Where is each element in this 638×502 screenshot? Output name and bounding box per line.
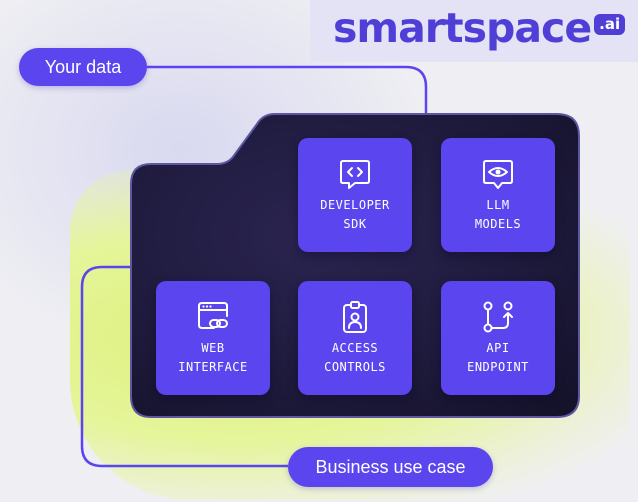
smartspace-logo: smartspace .ai	[333, 2, 626, 54]
tile-label-line2: CONTROLS	[324, 360, 386, 374]
your-data-pill: Your data	[19, 48, 147, 86]
tile-access-controls: ACCESS CONTROLS	[298, 281, 412, 395]
tile-label-line2: ENDPOINT	[467, 360, 529, 374]
id-badge-icon	[343, 301, 367, 333]
tile-web-interface: WEB INTERFACE	[156, 281, 270, 395]
browser-link-icon	[198, 302, 228, 329]
tile-developer-sdk: DEVELOPER SDK	[298, 138, 412, 252]
tile-llm-models: LLM MODELS	[441, 138, 555, 252]
tile-label-line1: DEVELOPER	[320, 198, 390, 212]
tile-api-endpoint: API ENDPOINT	[441, 281, 555, 395]
tile-label-line2: MODELS	[474, 217, 522, 231]
logo-wordmark: smartspace	[333, 4, 592, 52]
tile-label-line1: API	[486, 341, 510, 355]
tile-label-line1: LLM	[486, 198, 510, 212]
eye-bubble-icon	[483, 160, 513, 189]
git-branch-icon	[483, 301, 513, 333]
logo-tld-badge: .ai	[594, 14, 626, 35]
tile-label-line2: SDK	[343, 217, 367, 231]
logo-backdrop	[310, 0, 638, 62]
code-bubble-icon	[340, 160, 370, 189]
tile-label-line1: WEB	[201, 341, 225, 355]
business-use-case-pill: Business use case	[288, 447, 493, 487]
connector-your-data	[147, 65, 428, 118]
tile-label-line1: ACCESS	[331, 341, 379, 355]
tile-label-line2: INTERFACE	[178, 360, 248, 374]
connector-business-use-case	[80, 265, 288, 468]
